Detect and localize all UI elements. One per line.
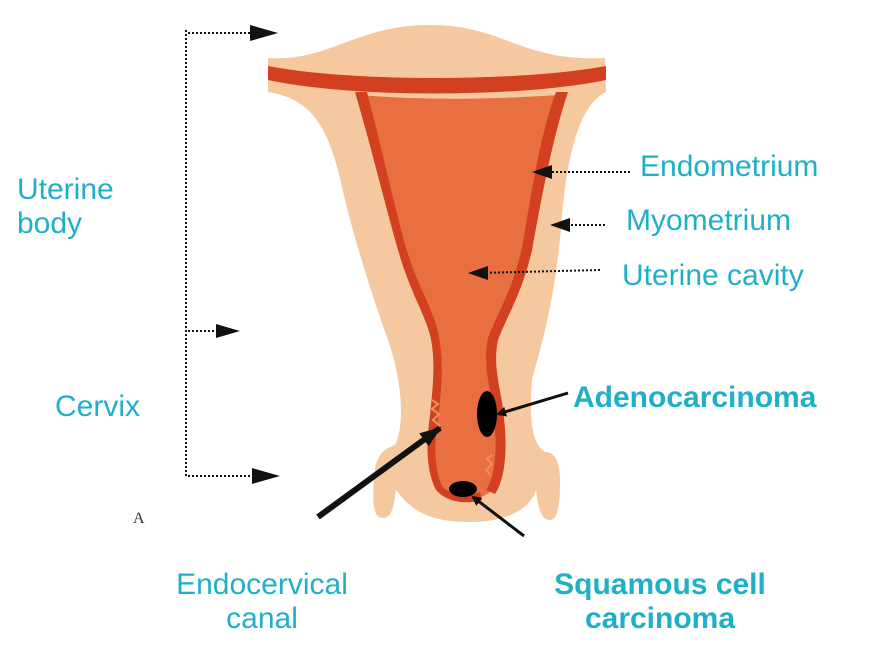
label-uterine-body-line2: body (17, 207, 114, 241)
label-uterine-body-line1: Uterine (17, 173, 114, 207)
label-cervix: Cervix (55, 390, 140, 424)
label-endocervical-line2: canal (152, 602, 372, 636)
label-adenocarcinoma: Adenocarcinoma (573, 381, 816, 415)
panel-letter: A (133, 510, 145, 528)
label-endocervical-line1: Endocervical (152, 568, 372, 602)
label-myometrium: Myometrium (626, 204, 791, 238)
region-bracket (186, 30, 254, 476)
squamous-cell-carcinoma-lesion (449, 481, 477, 497)
label-squamous-cell-carcinoma: Squamous cell carcinoma (530, 568, 790, 636)
label-uterine-body: Uterine body (17, 173, 114, 241)
bracket-arrow-middle (216, 324, 240, 338)
bracket-arrow-top (250, 25, 278, 41)
adenocarcinoma-lesion (477, 391, 497, 437)
bracket-arrow-bottom (252, 468, 280, 484)
label-uterine-cavity: Uterine cavity (622, 259, 804, 293)
label-endocervical-canal: Endocervical canal (152, 568, 372, 636)
label-endometrium: Endometrium (640, 150, 818, 184)
label-squamous-line1: Squamous cell (530, 568, 790, 602)
label-squamous-line2: carcinoma (530, 602, 790, 636)
